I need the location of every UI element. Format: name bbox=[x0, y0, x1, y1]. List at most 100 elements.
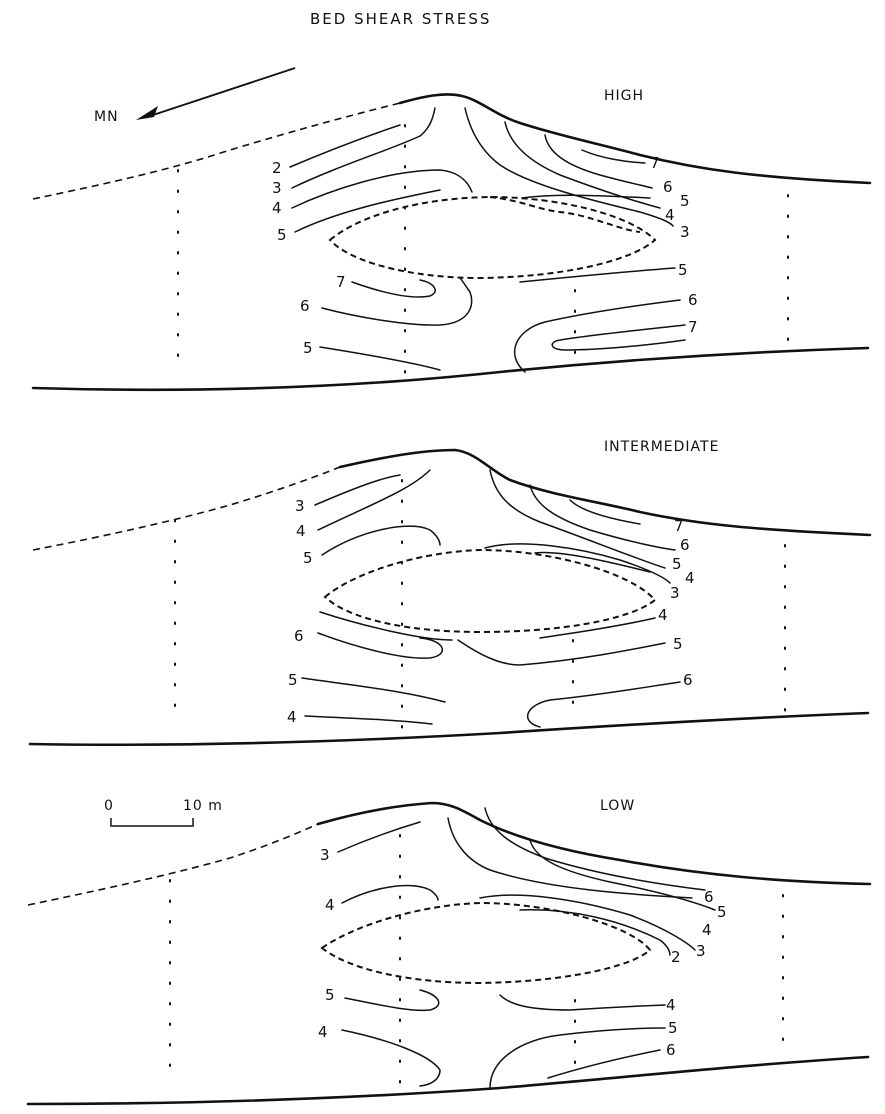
panel-intermediate-isoline bbox=[484, 543, 671, 584]
panel-intermediate-label: INTERMEDIATE bbox=[604, 439, 719, 455]
panel-high-closed-contour bbox=[328, 195, 657, 280]
panel-low-contour-label: 6 bbox=[704, 888, 714, 906]
panel-intermediate-upper-bank-dashed bbox=[32, 466, 341, 551]
panel-high-isoline bbox=[464, 107, 674, 227]
panel-intermediate-isoline bbox=[529, 484, 676, 551]
panel-low-isoline bbox=[479, 894, 696, 951]
panel-intermediate-isoline bbox=[527, 681, 681, 728]
panel-intermediate-contour-label: 4 bbox=[685, 569, 695, 587]
panel-intermediate-contour-label: 7 bbox=[674, 517, 684, 535]
panel-high-isoline bbox=[514, 299, 681, 373]
panel-high-contour-label: 5 bbox=[680, 192, 690, 210]
panel-high-survey-stations bbox=[177, 124, 789, 376]
panel-high-contour-label: 6 bbox=[663, 178, 673, 196]
panel-intermediate-contour-label: 5 bbox=[673, 635, 683, 653]
scale-bar-line bbox=[110, 818, 194, 827]
north-arrow-head bbox=[136, 106, 158, 120]
panel-high-contour-label: 5 bbox=[277, 226, 287, 244]
panel-intermediate-survey-stations bbox=[174, 479, 786, 729]
panel-high-isoline bbox=[291, 107, 436, 189]
panel-high: HIGH 2 3 4 5 bbox=[31, 88, 872, 392]
panel-high-contour-label: 4 bbox=[272, 199, 282, 217]
panel-high-contour-label: 5 bbox=[678, 261, 688, 279]
panel-high-isoline bbox=[319, 346, 441, 371]
panel-intermediate-contour-label: 4 bbox=[296, 522, 306, 540]
panel-intermediate-contour-label: 3 bbox=[670, 584, 680, 602]
north-arrow-label: MN bbox=[94, 109, 119, 125]
panel-intermediate-upper-bank bbox=[338, 448, 872, 537]
panel-high-contour-label: 6 bbox=[688, 291, 698, 309]
panel-intermediate-contour-label: 5 bbox=[303, 549, 313, 567]
scale-bar-end-label: 10 m bbox=[183, 798, 223, 814]
panel-high-contour-label: 5 bbox=[303, 339, 313, 357]
panel-high-isoline bbox=[504, 121, 661, 209]
panel-high-contour-label: 3 bbox=[272, 179, 282, 197]
panel-high-isoline bbox=[521, 194, 651, 199]
panel-intermediate-contour-label: 3 bbox=[295, 497, 305, 515]
panel-low: LOW 3 4 5 4 6 5 4 3 2 4 5 6 bbox=[26, 798, 872, 1106]
panel-intermediate-contour-label: 4 bbox=[287, 708, 297, 726]
panel-high-contour-label: 3 bbox=[680, 223, 690, 241]
panel-low-contour-label: 4 bbox=[702, 921, 712, 939]
panel-intermediate-isoline bbox=[317, 632, 443, 659]
panel-intermediate-lower-bank bbox=[28, 711, 870, 747]
panel-low-contour-label: 2 bbox=[671, 948, 681, 966]
panel-low-isoline bbox=[499, 994, 666, 1011]
panel-intermediate: INTERMEDIATE 3 4 5 6 5 4 7 6 bbox=[28, 439, 872, 747]
panel-low-contour-label: 5 bbox=[717, 903, 727, 921]
panel-low-isoline bbox=[341, 884, 439, 904]
panel-high-isoline bbox=[321, 277, 473, 326]
panel-low-contour-label: 3 bbox=[696, 942, 706, 960]
panel-low-upper-bank bbox=[316, 801, 872, 886]
panel-high-contour-label: 2 bbox=[272, 159, 282, 177]
panel-intermediate-contour-label: 5 bbox=[288, 671, 298, 689]
panel-low-isoline bbox=[447, 817, 693, 899]
figure-title: BED SHEAR STRESS bbox=[310, 10, 491, 28]
panel-intermediate-isoline bbox=[457, 639, 666, 666]
panel-high-label: HIGH bbox=[604, 88, 644, 104]
panel-low-contour-label: 4 bbox=[325, 896, 335, 914]
panel-low-contour-label: 6 bbox=[666, 1041, 676, 1059]
panel-high-isoline bbox=[351, 279, 436, 298]
panel-low-label: LOW bbox=[600, 798, 635, 814]
panel-low-closed-contour bbox=[320, 901, 652, 985]
panel-intermediate-isoline bbox=[539, 617, 656, 639]
panel-intermediate-contour-label: 5 bbox=[672, 555, 682, 573]
north-arrow-shaft bbox=[149, 67, 296, 117]
panel-low-upper-bank-dashed bbox=[27, 823, 319, 906]
panel-low-lower-bank bbox=[26, 1055, 870, 1106]
panel-low-isoline bbox=[529, 839, 716, 911]
panel-low-contour-label: 5 bbox=[668, 1019, 678, 1037]
panel-low-survey-stations bbox=[169, 834, 784, 1086]
panel-high-upper-bank-dashed bbox=[32, 102, 401, 200]
panel-low-isoline bbox=[519, 909, 671, 956]
panel-low-contour-label: 4 bbox=[318, 1023, 328, 1041]
panel-high-contour-label: 7 bbox=[336, 273, 346, 291]
panel-intermediate-closed-contour bbox=[323, 548, 657, 634]
panel-intermediate-isoline bbox=[301, 677, 446, 703]
panel-high-upper-bank bbox=[398, 93, 872, 185]
panel-high-contour-label: 4 bbox=[665, 206, 675, 224]
panel-high-lower-bank bbox=[31, 346, 870, 392]
panel-high-isoline bbox=[519, 267, 676, 283]
panel-low-isoline bbox=[337, 821, 421, 853]
panel-intermediate-contour-label: 6 bbox=[683, 671, 693, 689]
panel-low-isoline bbox=[341, 1029, 441, 1087]
panel-intermediate-contour-label: 6 bbox=[680, 536, 690, 554]
panel-intermediate-isoline bbox=[321, 525, 441, 556]
north-arrow: MN bbox=[94, 67, 296, 125]
panel-low-contour-label: 5 bbox=[325, 986, 335, 1004]
panel-high-contour-label: 7 bbox=[650, 154, 660, 172]
panel-intermediate-isoline bbox=[304, 715, 433, 725]
panel-high-isoline bbox=[291, 169, 473, 209]
panel-high-isoline bbox=[551, 324, 686, 351]
panel-high-isoline bbox=[581, 149, 646, 164]
scale-bar: 0 10 m bbox=[104, 798, 223, 827]
panel-low-isoline bbox=[344, 989, 440, 1012]
panel-intermediate-isoline bbox=[569, 499, 641, 525]
panel-high-contour-label: 7 bbox=[688, 318, 698, 336]
panel-intermediate-contour-label: 6 bbox=[294, 627, 304, 645]
panel-intermediate-isoline bbox=[314, 474, 401, 506]
panel-low-contour-label: 4 bbox=[666, 996, 676, 1014]
